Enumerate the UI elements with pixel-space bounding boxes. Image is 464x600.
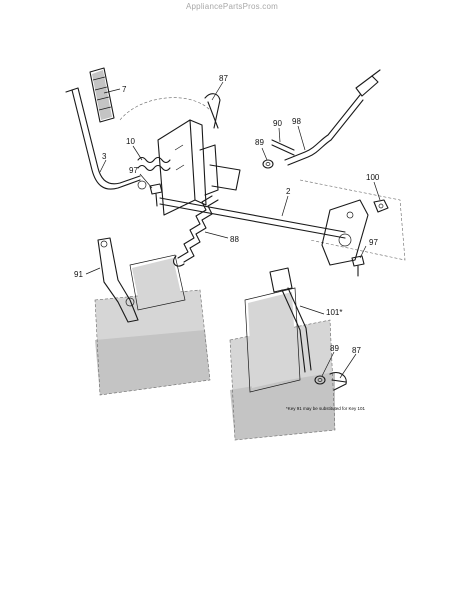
- callout-89-bottom: 89: [330, 344, 339, 353]
- part-7-handle-grip: [89, 67, 115, 123]
- part-87-hairpin-bottom: [329, 372, 347, 391]
- callout-97-left: 97: [129, 166, 138, 175]
- part-89-washer-bottom: [314, 375, 326, 385]
- deck-frame-left: [94, 254, 211, 396]
- part-98-lift-link: [284, 69, 381, 166]
- callout-88: 88: [230, 235, 239, 244]
- deck-frame-right: [229, 287, 336, 441]
- part-100-nut: [373, 199, 389, 213]
- callout-87-bottom: 87: [352, 346, 361, 355]
- part-88-spring: [173, 195, 219, 267]
- part-87-hairpin-top: [204, 93, 221, 129]
- callout-89-top: 89: [255, 138, 264, 147]
- callout-97-right: 97: [369, 238, 378, 247]
- callout-87-top: 87: [219, 74, 228, 83]
- callout-90: 90: [273, 119, 282, 128]
- callout-101: 101*: [326, 308, 342, 317]
- part-97-bolt-right: [351, 255, 365, 277]
- callout-98: 98: [292, 117, 301, 126]
- leader-lines: [85, 81, 381, 379]
- watermark: AppliancePartsPros.com: [186, 2, 278, 11]
- callout-3: 3: [102, 152, 107, 161]
- callout-100: 100: [366, 173, 380, 182]
- part-101-right-lever: [269, 267, 312, 373]
- substitution-note: *Key 91 may be substituted for Key 101: [286, 406, 366, 411]
- part-91-left-lever: [97, 237, 139, 323]
- part-3-lift-lever: [65, 87, 141, 190]
- right-lift-arm: [321, 199, 369, 266]
- part-2-cross-shaft: [159, 197, 346, 239]
- callout-7: 7: [122, 85, 127, 94]
- callout-10: 10: [126, 137, 135, 146]
- callout-2: 2: [286, 187, 291, 196]
- center-bracket: [157, 119, 241, 216]
- callout-91: 91: [74, 270, 83, 279]
- part-10-spring: [137, 156, 171, 190]
- part-89-washer-top: [262, 159, 274, 169]
- part-90-clevis-pin: [271, 139, 295, 156]
